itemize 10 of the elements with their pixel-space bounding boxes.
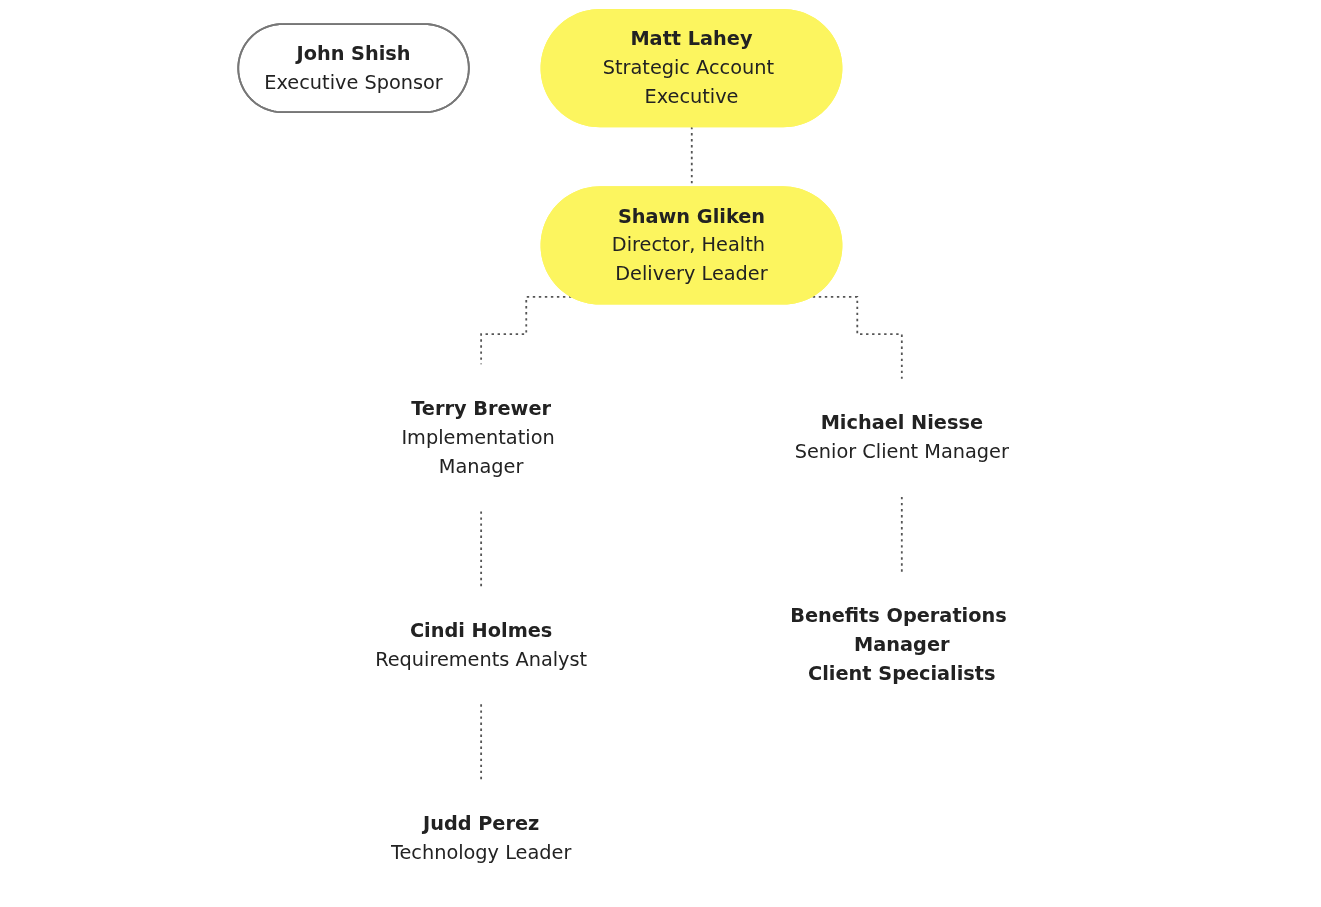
node-text: Benefits Operations Manager Client Specialists — [790, 604, 1007, 686]
connector — [900, 496, 903, 573]
node-text: Terry Brewer Implementation Manager — [401, 396, 555, 478]
connector — [811, 296, 903, 380]
connector — [480, 296, 573, 366]
node-text: Judd Perez Technology Leader — [390, 811, 572, 864]
node-text: Michael Niesse Senior Client Manager — [794, 411, 1009, 464]
connector — [480, 703, 483, 781]
connector — [480, 510, 483, 588]
node-text: Cindi Holmes Requirements Analyst — [375, 618, 588, 671]
